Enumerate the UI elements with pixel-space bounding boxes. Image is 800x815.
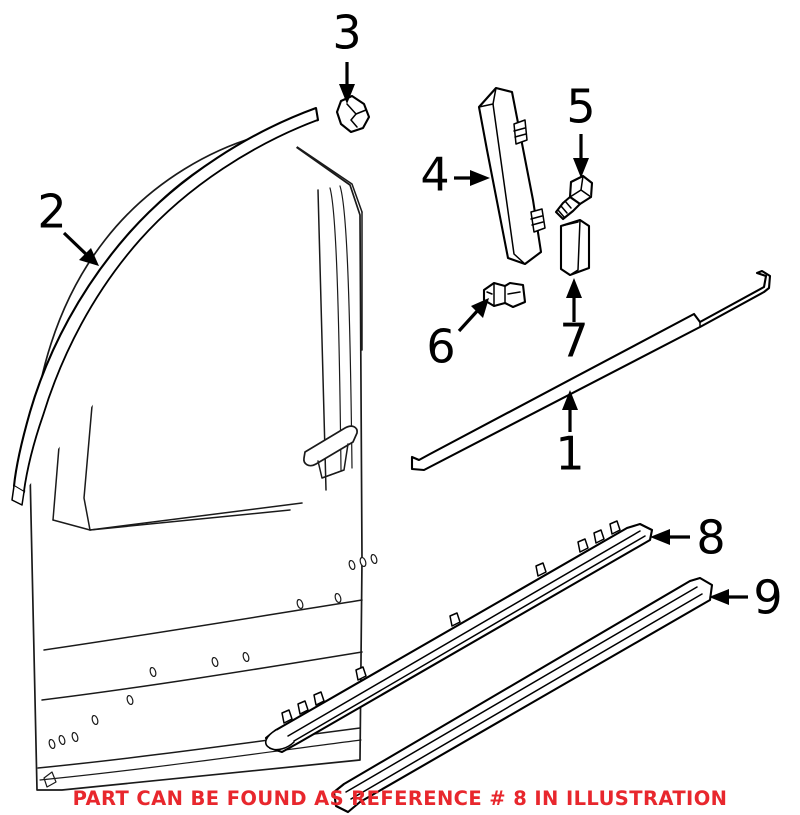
door-handle bbox=[303, 425, 358, 479]
part-5-mounting-screw bbox=[554, 174, 594, 221]
part-4-b-pillar-applique bbox=[477, 86, 546, 266]
part-2-roof-drip-molding bbox=[11, 106, 320, 506]
part-7-molding-end-cap bbox=[559, 218, 591, 277]
callout-number-8: 8 bbox=[696, 511, 725, 565]
callout-number-5: 5 bbox=[566, 80, 595, 134]
callout-number-9: 9 bbox=[753, 571, 782, 625]
callout-number-4: 4 bbox=[420, 148, 449, 202]
part-3-drip-molding-clip bbox=[335, 94, 371, 134]
part-8-rocker-molding bbox=[264, 520, 654, 754]
callout-number-3: 3 bbox=[332, 6, 361, 60]
callout-number-7: 7 bbox=[559, 314, 588, 368]
part-1-belt-line-molding bbox=[410, 269, 772, 472]
part-9-body-side-molding bbox=[332, 576, 714, 814]
reference-caption: PART CAN BE FOUND AS REFERENCE # 8 IN IL… bbox=[73, 787, 728, 810]
part-6-pillar-clip bbox=[482, 281, 527, 309]
callout-number-1: 1 bbox=[555, 427, 584, 481]
callout-number-6: 6 bbox=[426, 320, 455, 374]
callout-leaders bbox=[62, 62, 748, 605]
callout-number-2: 2 bbox=[37, 185, 66, 239]
